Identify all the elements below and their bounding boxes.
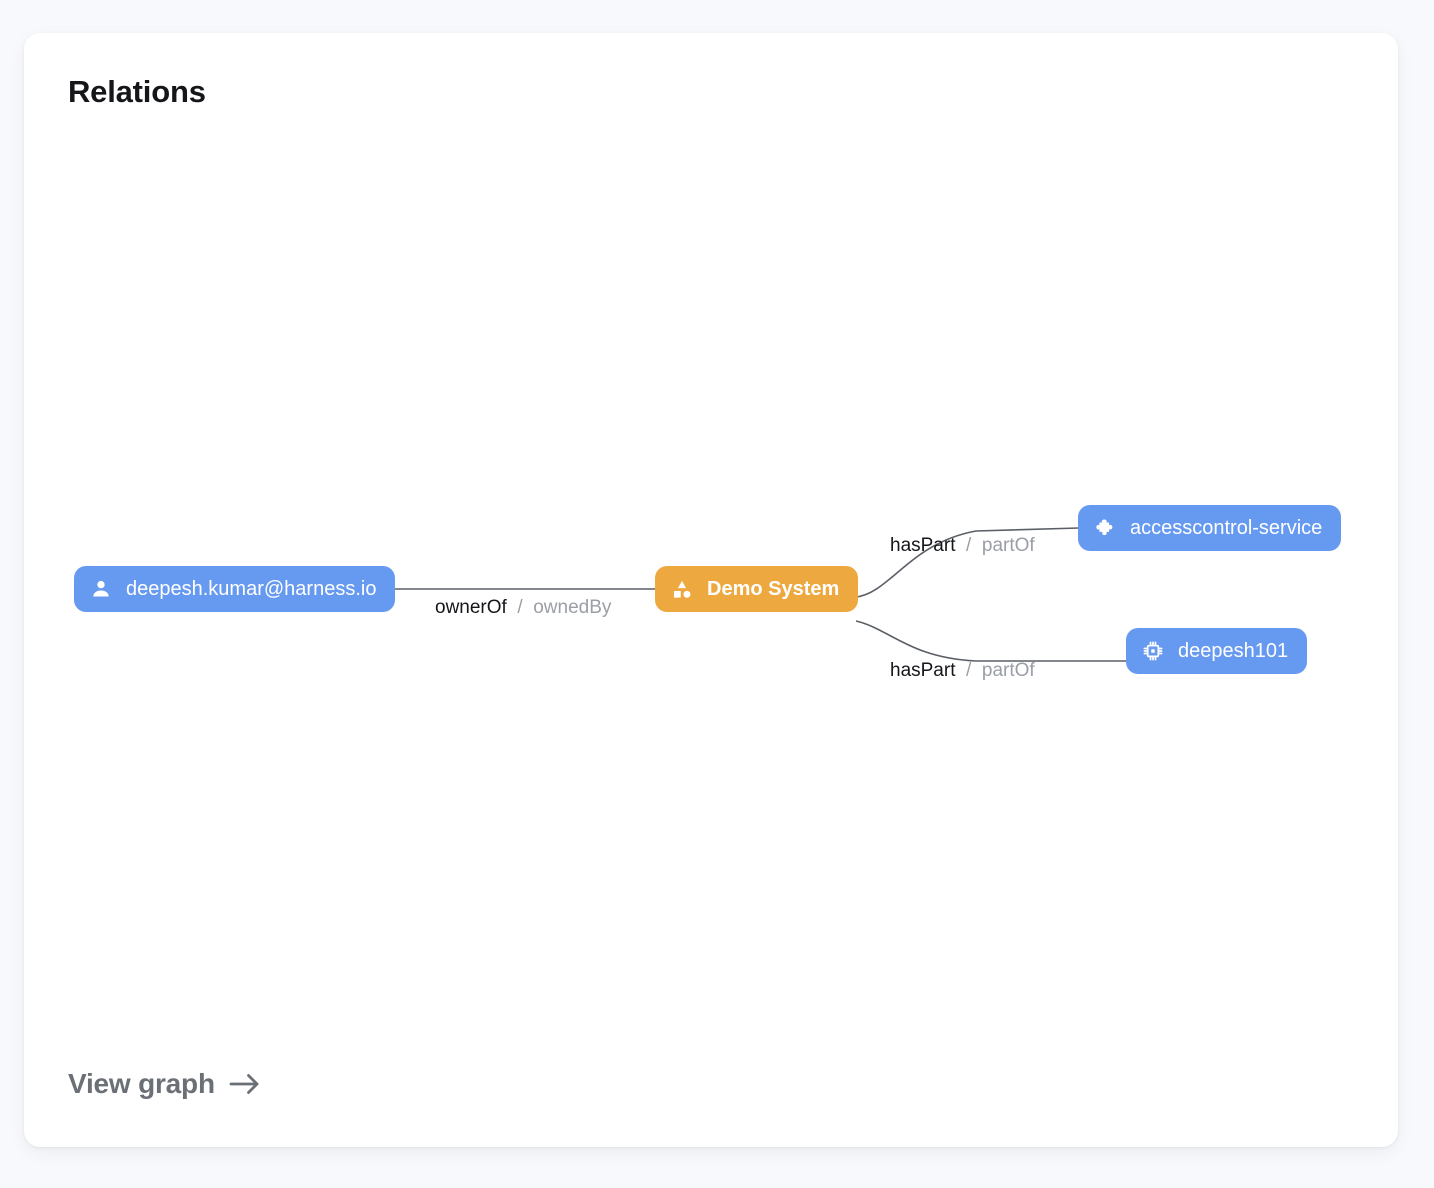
graph-node-component[interactable]: accesscontrol-service	[1078, 505, 1342, 551]
graph-node-label: deepesh101	[1178, 640, 1289, 662]
relation-secondary: ownedBy	[533, 597, 612, 618]
relation-separator: /	[960, 660, 977, 681]
puzzle-icon	[1094, 517, 1116, 539]
relation-primary: hasPart	[890, 535, 956, 556]
arrow-right-icon	[228, 1071, 262, 1097]
person-icon	[90, 578, 112, 600]
relation-separator: /	[960, 535, 977, 556]
view-graph-label: View graph	[68, 1068, 215, 1099]
relations-graph: deepesh.kumar@harness.io Demo System acc…	[24, 33, 1398, 1147]
graph-node-label: accesscontrol-service	[1130, 517, 1323, 539]
edge-label-system-resource: hasPart / partOf	[890, 661, 1035, 680]
relation-secondary: partOf	[981, 660, 1035, 681]
graph-node-resource[interactable]: deepesh101	[1126, 628, 1308, 674]
chip-icon	[1142, 640, 1164, 662]
shapes-icon	[671, 578, 693, 600]
edge-path-system-resource	[855, 620, 1126, 662]
graph-node-label: Demo System	[707, 578, 840, 600]
view-graph-link[interactable]: View graph	[68, 1068, 262, 1100]
relation-secondary: partOf	[981, 535, 1035, 556]
graph-node-label: deepesh.kumar@harness.io	[126, 578, 377, 600]
page-title: Relations	[68, 74, 206, 109]
edge-label-user-system: ownerOf / ownedBy	[435, 598, 611, 617]
graph-node-system[interactable]: Demo System	[655, 566, 859, 612]
edge-label-system-component: hasPart / partOf	[890, 536, 1035, 555]
relation-separator: /	[512, 597, 528, 618]
relation-primary: hasPart	[890, 660, 956, 681]
relations-card: Relations deepesh.kumar@harness.io	[24, 33, 1398, 1147]
graph-node-user[interactable]: deepesh.kumar@harness.io	[74, 566, 396, 612]
relation-primary: ownerOf	[435, 597, 507, 618]
